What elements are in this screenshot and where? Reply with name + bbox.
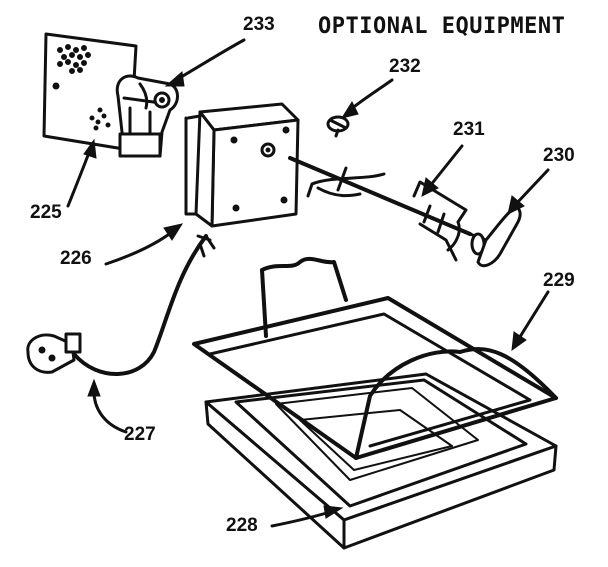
part-label-232: 232 <box>389 56 421 77</box>
leader-233 <box>164 38 246 87</box>
part-label-225: 225 <box>30 202 62 223</box>
leader-228 <box>270 505 344 528</box>
leader-227 <box>87 378 128 434</box>
motor-box-226 <box>184 102 300 228</box>
part-label-228: 228 <box>226 515 258 536</box>
part-label-229: 229 <box>543 270 575 291</box>
thumb-screw-232 <box>326 115 350 138</box>
broiler-rack-229 <box>192 256 558 460</box>
part-label-226: 226 <box>60 248 92 269</box>
part-label-227: 227 <box>124 424 156 445</box>
part-label-231: 231 <box>453 119 485 140</box>
spit-handle-230 <box>468 206 522 268</box>
broiler-pan-228 <box>204 372 558 550</box>
leader-230 <box>507 168 550 215</box>
leader-226 <box>104 223 184 266</box>
leader-229 <box>511 290 550 352</box>
leader-232 <box>340 78 394 119</box>
leader-225 <box>66 138 97 208</box>
part-label-233: 233 <box>243 14 275 35</box>
leader-arrows <box>66 38 550 528</box>
power-cord-227 <box>26 234 216 376</box>
spit-rod-231 <box>288 156 472 262</box>
part-label-230: 230 <box>543 145 575 166</box>
leader-231 <box>421 144 464 197</box>
diagram-title: OPTIONAL EQUIPMENT <box>318 14 566 39</box>
motor-bracket-233 <box>115 74 179 158</box>
